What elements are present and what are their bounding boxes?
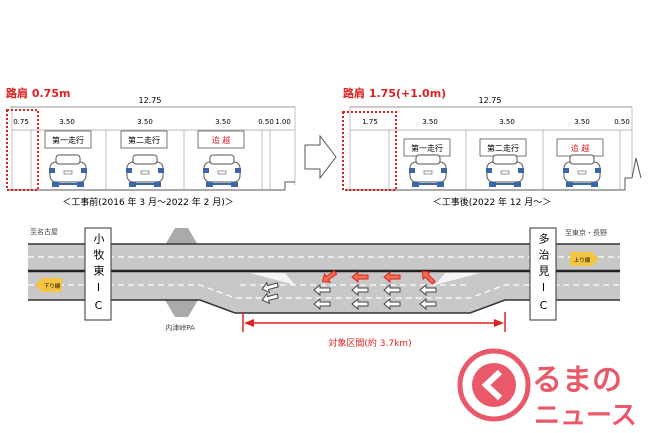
lane-label: 第二走行: [128, 135, 160, 145]
ic-left-name: 小牧東IC: [92, 233, 105, 317]
destination-right: 至東京・長野: [565, 228, 607, 237]
width-label: 0.75: [13, 118, 29, 126]
car-icon: [48, 154, 88, 188]
width-label: 3.50: [137, 118, 153, 126]
lane-label: 第一走行: [411, 143, 443, 153]
cross-section-after: 路肩 1.75(+1.0m) 12.75 1.75 3.50 3.50 3.50…: [342, 86, 642, 208]
shoulder-highlight: [342, 111, 397, 191]
car-icon: [202, 154, 242, 188]
car-icon: [125, 154, 165, 188]
width-label: 1.00: [275, 118, 291, 126]
caption-before: ＜工事前(2016 年 3 月～2022 年 2 月)＞: [62, 196, 233, 208]
down-line-arrow-icon: [35, 278, 62, 292]
arrow-right-icon: [304, 134, 337, 180]
width-label: 0.50: [258, 118, 274, 126]
car-icon: [562, 154, 602, 188]
total-width-before: 12.75: [139, 96, 162, 105]
pa-lower: [165, 300, 198, 317]
width-label: 3.50: [59, 118, 75, 126]
destination-left: 至名古屋: [30, 227, 58, 236]
car-icon: [485, 154, 525, 188]
ic-right-name: 多治見IC: [537, 233, 550, 317]
lane-label-passing: 追 越: [212, 135, 231, 145]
lane-label: 第二走行: [487, 143, 519, 153]
width-label: 1.75: [362, 118, 378, 126]
ic-left-label: 小牧東IC: [85, 232, 111, 318]
shoulder-title-after: 路肩 1.75(+1.0m): [343, 86, 446, 100]
logo-text-1: るまの: [532, 363, 622, 398]
pa-label: 内津峠PA: [165, 323, 195, 332]
ic-right-label: 多治見IC: [530, 232, 556, 318]
pa-upper: [165, 228, 198, 245]
width-label: 3.50: [574, 118, 590, 126]
up-line-label: 上り線: [574, 256, 591, 264]
width-label: 0.50: [614, 118, 630, 126]
lane-label-passing: 追 越: [571, 143, 590, 153]
cross-section-before: 路肩 0.75m 12.75 0.75 3.50 3.50 3.50 0.50 …: [6, 86, 296, 208]
ic-left-box: [84, 227, 112, 321]
shoulder-title-before: 路肩 0.75m: [6, 86, 70, 100]
width-label: 3.50: [499, 118, 515, 126]
shoulder-highlight: [6, 109, 39, 191]
lane-label: 第一走行: [52, 135, 84, 145]
width-label: 3.50: [422, 118, 438, 126]
up-line-arrow-icon: [570, 252, 599, 266]
ic-right-box: [529, 227, 557, 321]
down-line-label: 下り線: [44, 282, 61, 290]
caption-after: ＜工事後(2022 年 12 月～＞: [433, 196, 551, 208]
total-width-after: 12.75: [479, 96, 502, 105]
kurumano-news-logo: るまの ニュース: [457, 348, 637, 431]
section-label: 対象区間(約 3.7km): [328, 337, 411, 349]
car-icon: [408, 154, 448, 188]
road-map: 至名古屋 至東京・長野 下り線 上り線 内津峠PA 対象区間(約 3.7km): [28, 227, 620, 349]
logo-text-2: ニュース: [534, 401, 637, 431]
width-label: 3.50: [215, 118, 231, 126]
